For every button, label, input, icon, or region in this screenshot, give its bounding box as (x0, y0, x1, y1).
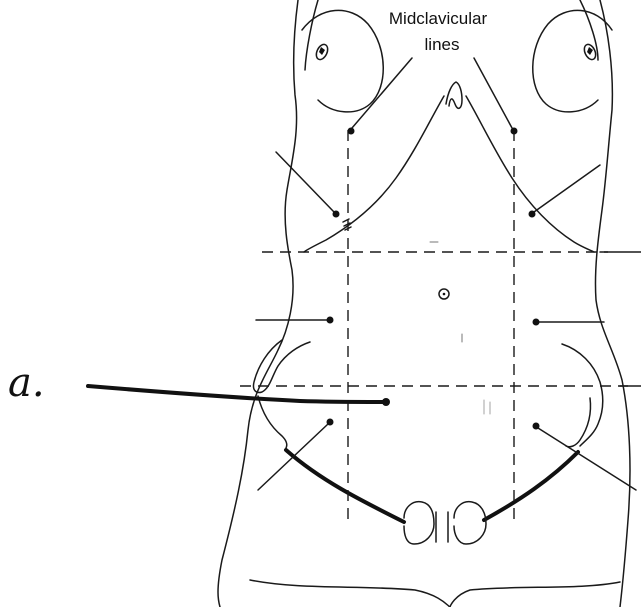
left-breast (302, 10, 383, 112)
faint-marks (430, 242, 490, 414)
left-iliac-crest (253, 340, 310, 448)
handwritten-a-label: a. (8, 360, 45, 406)
midclavicular-label-line1: Midclavicular (389, 9, 488, 28)
umbilicus (439, 289, 449, 299)
right-breast (533, 10, 612, 112)
handwritten-answer (88, 386, 390, 406)
midclavicular-label-line2: lines (425, 35, 460, 54)
midclavicular-lines (348, 130, 514, 524)
region-leaders (256, 58, 636, 490)
torso-outline (218, 0, 630, 607)
pubic-symphysis (404, 502, 486, 544)
xiphoid-notch (446, 82, 462, 108)
right-iliac-crest (562, 344, 603, 447)
horizontal-planes (240, 252, 628, 386)
